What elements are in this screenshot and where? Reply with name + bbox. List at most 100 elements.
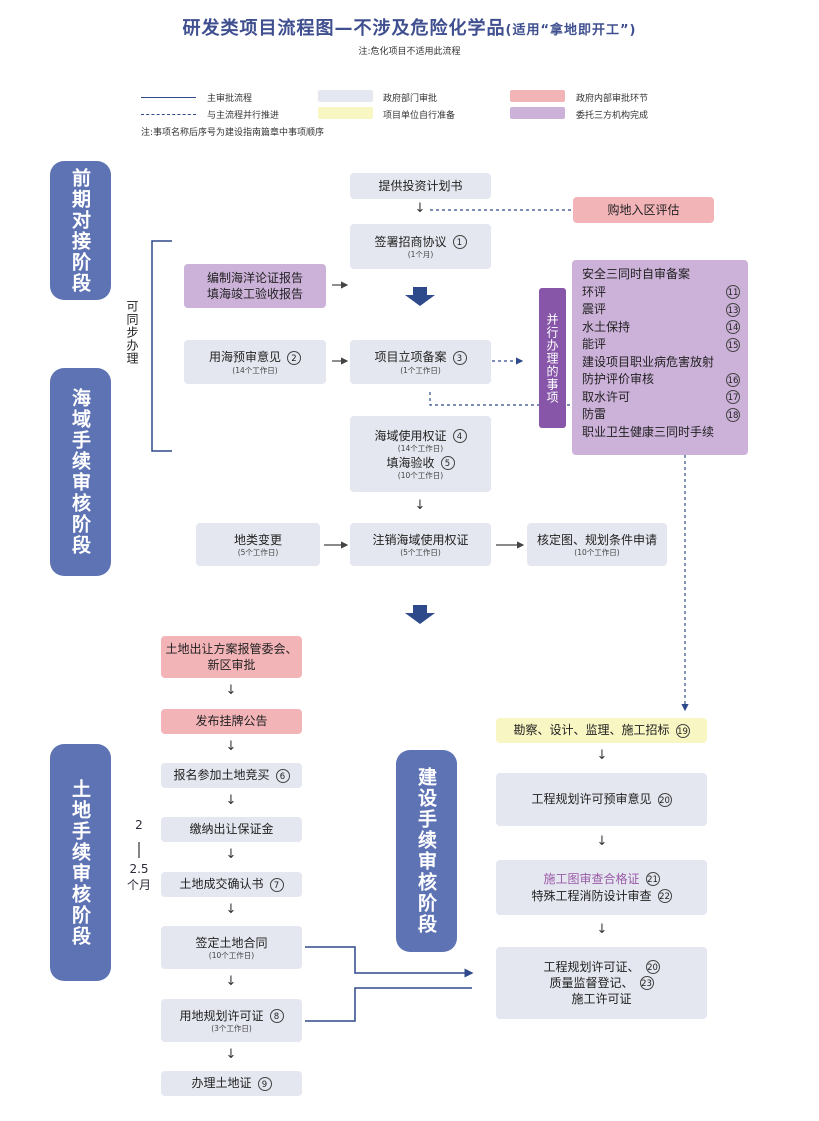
big-arrow-1 (405, 287, 435, 306)
node-land-cert-label: 办理土地证 (191, 1076, 252, 1091)
title-suffix: (适用“拿地即开工”) (505, 23, 637, 38)
node-sea-right-time: (14个工作日) (397, 444, 444, 453)
parallel-item-num: 14 (726, 320, 740, 335)
node-marine-report[interactable]: 编制海洋论证报告 填海竣工验收报告 (184, 264, 326, 308)
node-sea-opinion-num: 2 (287, 350, 301, 365)
phase-preliminary: 前期对接阶段 (50, 161, 111, 300)
node-land-eval[interactable]: 购地入区评估 (573, 197, 714, 223)
node-marine-report-a: 编制海洋论证报告 (206, 270, 303, 285)
arrow-deal-contract: ↓ (225, 902, 237, 917)
parallel-item-num: 18 (726, 407, 740, 422)
parallel-item-label: 安全三同时自审备案 (582, 267, 691, 281)
sync-label: 可同步办理 (125, 300, 139, 365)
duration-c: 个月 (126, 878, 151, 892)
node-survey-num: 19 (675, 723, 690, 738)
node-deposit[interactable]: 缴纳出让保证金 (161, 817, 302, 842)
parallel-item-num: 13 (726, 302, 740, 317)
phase-sea-procedures: 海域手续审核阶段 (50, 368, 111, 576)
node-plan-pre-num: 20 (657, 792, 672, 807)
node-plan[interactable]: 提供投资计划书 (350, 173, 491, 199)
node-final-c-label: 施工许可证 (571, 992, 632, 1007)
arrow-bid-deposit: ↓ (225, 793, 237, 808)
node-plan-condition-label: 核定图、规划条件申请 (536, 532, 657, 547)
node-cancel-sea[interactable]: 注销海域使用权证 (5个工作日) (350, 523, 491, 566)
node-cancel-sea-time: (5个工作日) (400, 548, 441, 558)
node-sign-time: (1个月) (407, 250, 434, 260)
node-contract[interactable]: 签定土地合同 (10个工作日) (161, 926, 302, 969)
node-land-plan-b: 新区审批 (207, 658, 256, 672)
parallel-item: 震评 13 (582, 301, 740, 319)
node-land-eval-label: 购地入区评估 (607, 202, 680, 217)
arrow-contract-permit: ↓ (225, 974, 237, 989)
arrow-drawing-final: ↓ (596, 922, 608, 937)
phase-construction-procedures: 建设手续审核阶段 (396, 750, 457, 952)
legend-internal-swatch (510, 90, 565, 102)
node-deal-label: 土地成交确认书 (179, 877, 264, 892)
node-drawing-b-label: 特殊工程消防设计审查 (531, 888, 652, 903)
node-contract-label: 签定土地合同 (195, 935, 268, 950)
legend-parallel-label: 与主流程并行推进 (207, 111, 280, 121)
legend-third-label: 委托三方机构完成 (576, 111, 649, 121)
parallel-item: 建设项目职业病危害放射 (582, 354, 740, 372)
legend-third-swatch (510, 107, 565, 119)
node-survey[interactable]: 勘察、设计、监理、施工招标 19 (496, 718, 707, 743)
legend-main-label: 主审批流程 (207, 94, 253, 104)
legend-self-swatch (318, 107, 373, 119)
node-sign[interactable]: 签署招商协议 1 (1个月) (350, 224, 491, 269)
node-fill-accept-time: (10个工作日) (397, 471, 444, 481)
parallel-item-label: 取水许可 (582, 389, 631, 404)
sync-bracket (151, 240, 172, 452)
node-land-change-time: (5个工作日) (237, 548, 279, 558)
node-marine-report-b: 填海竣工验收报告 (206, 287, 303, 301)
node-land-permit-label: 用地规划许可证 (179, 1008, 264, 1023)
node-sea-opinion-label: 用海预审意见 (208, 350, 281, 365)
parallel-item-label: 震评 (582, 302, 607, 316)
parallel-item: 安全三同时自审备案 (582, 266, 740, 284)
node-cancel-sea-label: 注销海域使用权证 (372, 532, 469, 547)
parallel-item: 能评 15 (582, 336, 740, 354)
node-plan-label: 提供投资计划书 (378, 178, 463, 193)
big-arrow-2 (405, 605, 435, 624)
node-sign-label: 签署招商协议 (374, 234, 447, 249)
legend-gov-label: 政府部门审批 (383, 94, 438, 104)
parallel-item-num: 15 (726, 337, 740, 352)
permit-final-link (305, 987, 472, 1022)
node-land-plan[interactable]: 土地出让方案报管委会、 新区审批 (161, 636, 302, 678)
parallel-item-label: 环评 (582, 284, 607, 299)
arrow-plan-listing: ↓ (225, 683, 237, 698)
node-final[interactable]: 工程规划许可证、20 质量监督登记、23 施工许可证 (496, 947, 707, 1019)
arrow-listing-bid: ↓ (225, 739, 237, 754)
node-final-b-label: 质量监督登记、 (549, 975, 634, 990)
node-survey-label: 勘察、设计、监理、施工招标 (513, 723, 670, 738)
legend-internal-label: 政府内部审批环节 (576, 94, 649, 104)
parallel-item-label: 水土保持 (582, 319, 631, 334)
node-drawing-a-label: 施工图审查合格证 (543, 872, 640, 887)
node-drawing-b-num: 22 (657, 888, 672, 903)
page-subtitle: 注:危化项目不适用此流程 (358, 47, 461, 57)
parallel-item-num: 11 (726, 285, 740, 300)
node-sign-num: 1 (452, 235, 467, 249)
arrow-permit-cert: ↓ (225, 1047, 237, 1062)
node-listing[interactable]: 发布挂牌公告 (161, 709, 302, 734)
node-listing-label: 发布挂牌公告 (195, 714, 268, 729)
node-plan-condition[interactable]: 核定图、规划条件申请 (10个工作日) (527, 523, 667, 566)
parallel-item-label: 防雷 (582, 407, 607, 421)
node-land-change[interactable]: 地类变更 (5个工作日) (196, 523, 320, 566)
duration-a: 2 (135, 818, 143, 832)
legend-note: 注:事项名称后序号为建设指南篇章中事项顺序 (141, 128, 325, 138)
parallel-item-label: 能评 (582, 337, 607, 351)
node-final-a-num: 20 (645, 959, 660, 974)
node-bid-num: 6 (275, 768, 290, 783)
